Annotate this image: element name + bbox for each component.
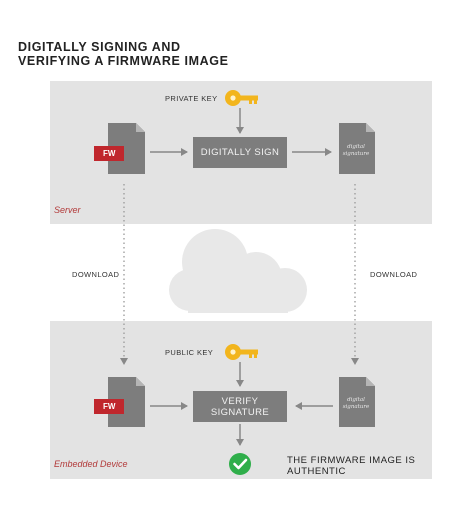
public-key-label: PUBLIC KEY [165, 348, 214, 357]
server-signature-line-1: digital [347, 144, 365, 150]
server-fw-tag: FW [103, 149, 116, 158]
result-message: THE FIRMWARE IMAGE IS AUTHENTIC [287, 455, 427, 477]
server-label: Server [54, 205, 81, 215]
cloud-icon [169, 229, 307, 313]
device-signature-text: digital signature [338, 397, 374, 411]
diagram-title: DIGITALLY SIGNING AND VERIFYING A FIRMWA… [18, 40, 229, 68]
public-key-icon [225, 344, 258, 360]
verify-signature-box: VERIFY SIGNATURE [193, 391, 287, 422]
private-key-label: PRIVATE KEY [165, 94, 218, 103]
device-fw-tag: FW [103, 402, 116, 411]
download-label-right: DOWNLOAD [370, 270, 418, 279]
download-label-left: DOWNLOAD [72, 270, 120, 279]
title-line-2: VERIFYING A FIRMWARE IMAGE [18, 54, 229, 68]
result-line-1: THE FIRMWARE IMAGE IS [287, 455, 416, 466]
embedded-device-label: Embedded Device [54, 459, 128, 469]
title-line-1: DIGITALLY SIGNING AND [18, 40, 181, 54]
result-line-2: AUTHENTIC [287, 466, 346, 477]
server-signature-text: digital signature [338, 144, 374, 158]
digitally-sign-box: DIGITALLY SIGN [193, 137, 287, 168]
check-icon [229, 453, 251, 475]
device-signature-document-icon [339, 377, 375, 427]
private-key-icon [225, 90, 258, 106]
device-fw-document-icon [94, 377, 145, 427]
server-fw-document-icon [94, 123, 145, 174]
server-signature-document-icon [339, 123, 375, 174]
server-signature-line-2: signature [342, 151, 370, 157]
device-signature-line-2: signature [342, 404, 370, 410]
device-signature-line-1: digital [347, 397, 365, 403]
